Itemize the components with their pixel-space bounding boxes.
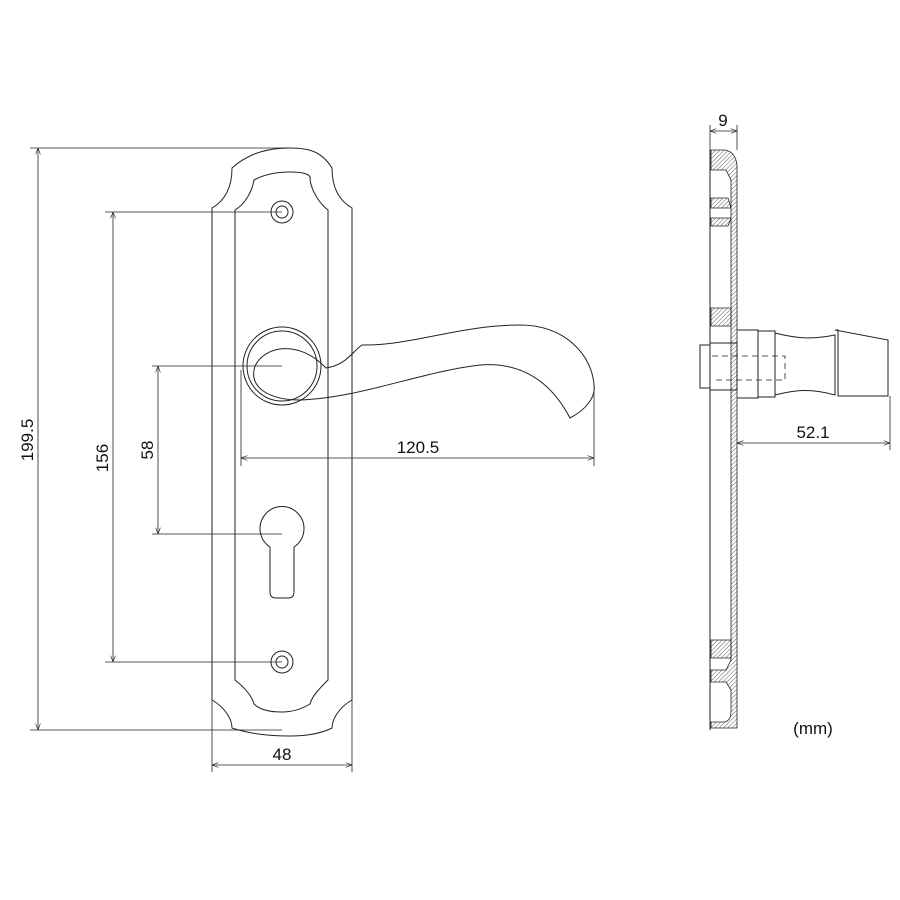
unit-label: (mm): [793, 719, 833, 738]
dimension-label-199-5: 199.5: [18, 419, 37, 462]
dimension-plate-thickness: 9: [709, 111, 738, 150]
dimension-total-height: 199.5: [18, 147, 290, 731]
dimension-label-156: 156: [93, 444, 112, 472]
dimension-screw-spacing: 156: [93, 211, 282, 663]
side-view: [699, 149, 889, 730]
dimension-label-9: 9: [718, 111, 727, 130]
lever-handle: [242, 324, 595, 419]
keyhole: [259, 506, 305, 599]
dimension-projection: 52.1: [737, 396, 891, 450]
dimension-label-120-5: 120.5: [397, 438, 440, 457]
dimension-label-52-1: 52.1: [796, 423, 829, 442]
dimension-label-48: 48: [273, 745, 292, 764]
dimension-label-58: 58: [138, 441, 157, 460]
dimension-plate-width: 48: [211, 700, 353, 772]
dimension-lever-keyhole: 58: [138, 365, 282, 535]
dimension-lever-length: 120.5: [240, 370, 595, 466]
backplate-front: [211, 147, 353, 737]
